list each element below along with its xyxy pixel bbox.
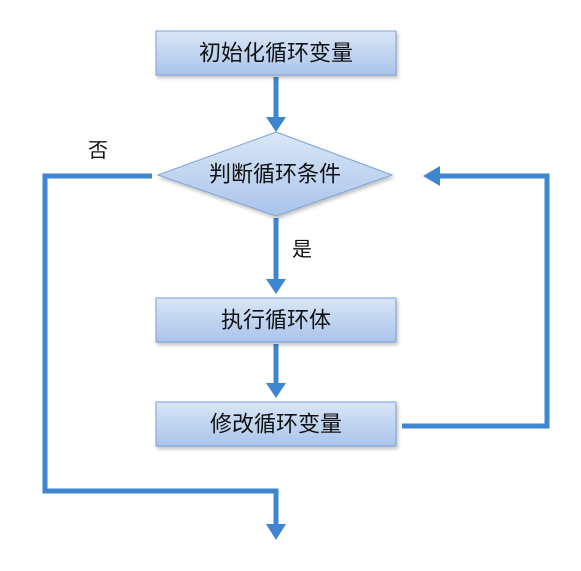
arrowhead-init-to-condition xyxy=(266,117,286,132)
node-condition-diamond xyxy=(156,131,394,217)
node-body: 执行循环体 xyxy=(155,297,397,343)
node-condition: 判断循环条件 xyxy=(156,131,394,217)
connectors xyxy=(42,77,550,540)
arrowhead-body-to-update xyxy=(266,383,286,398)
node-init-label: 初始化循环变量 xyxy=(199,42,353,67)
edge-label-no: 否 xyxy=(88,138,108,162)
arrowhead-condition-to-body xyxy=(266,279,286,294)
loop-back-connector xyxy=(402,173,550,429)
node-body-label: 执行循环体 xyxy=(221,309,331,334)
node-init-box xyxy=(155,30,397,76)
arrowhead-exit xyxy=(266,524,286,540)
node-condition-label: 判断循环条件 xyxy=(209,163,341,188)
node-update-label: 修改循环变量 xyxy=(210,413,342,438)
node-init: 初始化循环变量 xyxy=(155,30,397,76)
arrowhead-loop-back xyxy=(423,166,440,186)
node-body-box xyxy=(155,297,397,343)
edge-label-yes: 是 xyxy=(292,237,312,261)
node-update: 修改循环变量 xyxy=(155,401,397,447)
exit-connector xyxy=(42,173,279,527)
node-update-box xyxy=(155,401,397,447)
